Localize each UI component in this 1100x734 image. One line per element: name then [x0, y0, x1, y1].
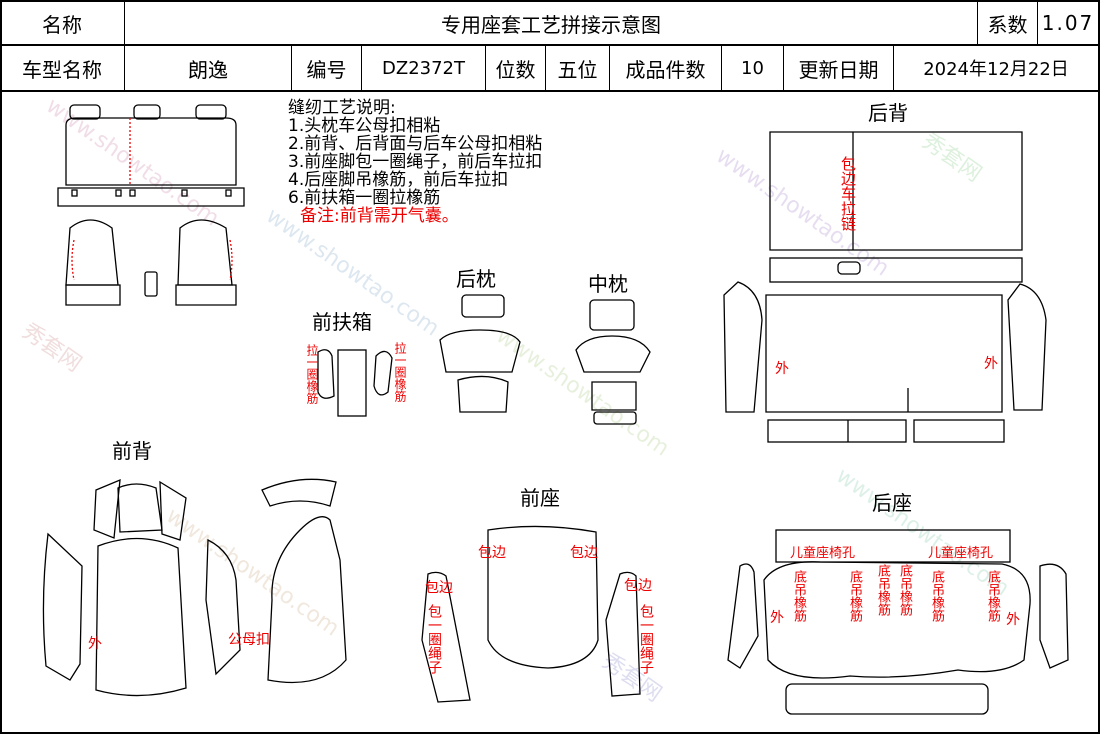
page-title: 专用座套工艺拼接示意图: [125, 2, 978, 44]
rear-seat-pattern: [727, 529, 1069, 715]
notes-item: 1.头枕车公母扣相粘: [288, 116, 441, 136]
code-label: 编号: [292, 46, 362, 90]
section-front-back: 前背: [112, 439, 152, 463]
notes-item: 2.前背、后背面与后车公母扣相粘: [288, 134, 543, 154]
coef-label: 系数: [978, 2, 1038, 44]
notes-heading: 缝纫工艺说明:: [288, 98, 396, 118]
elastic-note: 拉一圈橡筋: [305, 344, 319, 404]
code-value: DZ2372T: [362, 46, 486, 90]
model-label: 车型名称: [0, 46, 125, 90]
front-back-pattern: [42, 478, 347, 697]
bottom-elastic-note: 底吊橡筋: [847, 570, 862, 622]
bottom-elastic-note: 底吊橡筋: [791, 570, 806, 622]
date-label: 更新日期: [784, 46, 894, 90]
child-seat-note: 儿童座椅孔: [790, 546, 856, 561]
section-rear-seat: 后座: [872, 491, 912, 515]
section-rear-back: 后背: [868, 101, 908, 125]
bottom-elastic-note: 底吊橡筋: [897, 564, 912, 616]
seats-value: 五位: [546, 46, 610, 90]
coef-value: 1.07: [1041, 11, 1095, 35]
name-label: 名称: [0, 2, 125, 44]
elastic-note: 拉一圈橡筋: [393, 342, 407, 402]
model-value: 朗逸: [125, 46, 292, 90]
hem-note: 包边: [570, 545, 598, 561]
zipper-note: 包边车拉链: [839, 156, 857, 231]
hem-note: 包边: [425, 580, 453, 596]
snap-note: 公母扣: [228, 632, 270, 648]
hem-note: 包边: [478, 545, 506, 561]
rope-note: 包一圈绳子: [638, 604, 654, 674]
section-rear-headrest: 后枕: [456, 267, 496, 291]
front-armrest-pattern: [317, 349, 393, 417]
headrest-patterns: [439, 294, 651, 425]
notes-item: 3.前座脚包一圈绳子，前后车拉扣: [288, 152, 543, 172]
outer-label: 外: [984, 356, 998, 372]
seats-label: 位数: [486, 46, 546, 90]
outer-label: 外: [88, 636, 102, 652]
child-seat-note: 儿童座椅孔: [928, 546, 994, 561]
front-seat-pattern: [421, 525, 641, 703]
section-front-armrest: 前扶箱: [312, 310, 372, 334]
section-middle-headrest: 中枕: [588, 272, 628, 296]
bottom-elastic-note: 底吊橡筋: [985, 570, 1000, 622]
outer-label: 外: [1006, 612, 1020, 628]
rope-note: 包一圈绳子: [426, 604, 442, 674]
sewing-notes: 缝纫工艺说明: 1.头枕车公母扣相粘 2.前背、后背面与后车公母扣相粘 3.前座…: [288, 99, 542, 225]
outer-label: 外: [775, 361, 789, 377]
bottom-elastic-note: 底吊橡筋: [929, 570, 944, 622]
hem-note: 包边: [624, 578, 652, 594]
pieces-value: 10: [722, 46, 784, 90]
bottom-elastic-note: 底吊橡筋: [875, 564, 890, 616]
front-seats-thumbnail: [65, 219, 237, 306]
notes-remark: 备注:前背需开气囊。: [300, 206, 459, 226]
notes-item: 6.前扶箱一圈拉橡筋: [288, 188, 441, 208]
rear-bench-thumbnail: [57, 104, 245, 207]
notes-item: 4.后座脚吊橡筋，前后车拉扣: [288, 170, 509, 190]
date-value: 2024年12月22日: [923, 59, 1069, 80]
section-front-seat: 前座: [520, 486, 560, 510]
pieces-label: 成品件数: [610, 46, 722, 90]
outer-label: 外: [770, 610, 784, 626]
rear-back-pattern: [723, 131, 1047, 443]
